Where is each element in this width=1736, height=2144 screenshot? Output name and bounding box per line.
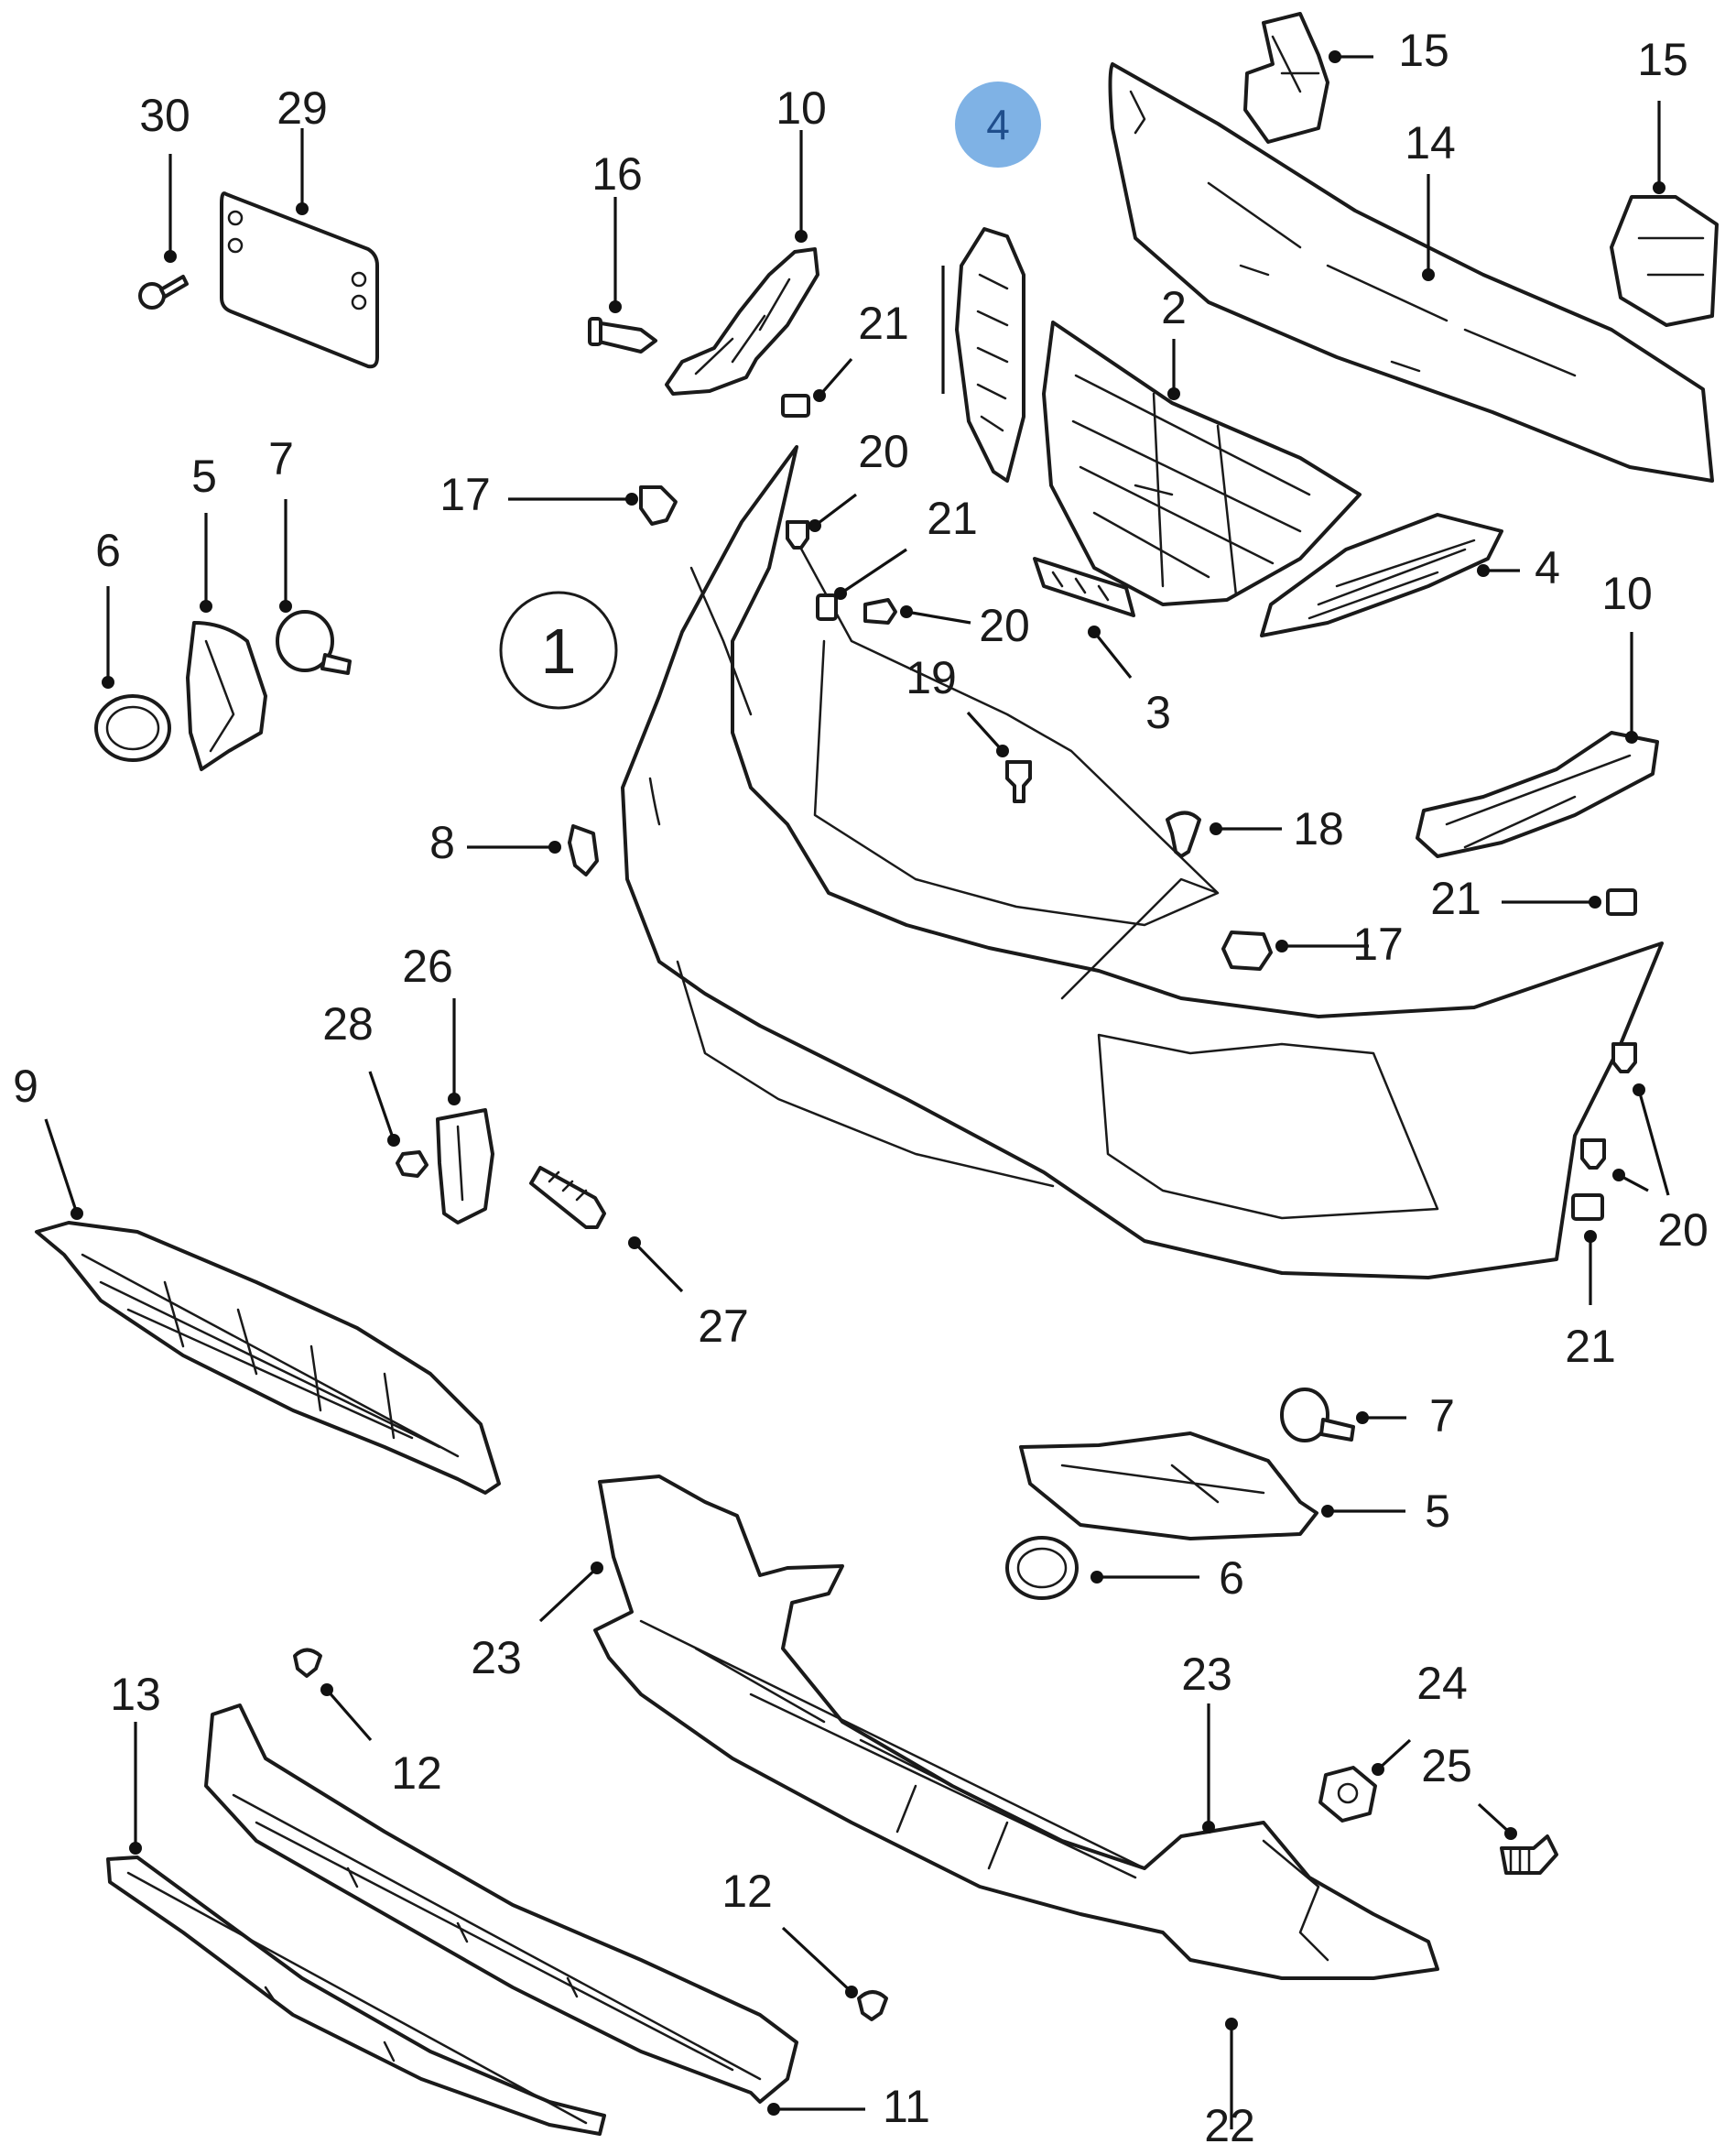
push-pin-12-lower-part xyxy=(857,1990,888,2021)
grille-insert-left-part xyxy=(955,227,1025,483)
nut-24-part xyxy=(1318,1766,1377,1823)
callout-12-lower: 12 xyxy=(722,1866,773,1917)
push-pin-12-upper-part xyxy=(293,1648,322,1678)
callout-21-upper: 21 xyxy=(858,298,909,349)
highlighted-part-label: 4 xyxy=(986,101,1010,148)
callout-10-upper: 10 xyxy=(776,82,827,134)
callout-20-upper: 20 xyxy=(858,426,909,477)
mounting-bracket-26-part xyxy=(436,1108,494,1224)
trim-strip-part xyxy=(106,1856,606,2136)
license-plate-bracket-part xyxy=(220,191,379,369)
grille-insert-right-part xyxy=(1260,513,1503,637)
callout-23-left: 23 xyxy=(471,1632,522,1683)
splash-shield-part xyxy=(593,1475,1439,1980)
callout-8: 8 xyxy=(429,817,455,868)
fastener-18-part xyxy=(1166,811,1201,858)
fog-lamp-right-part xyxy=(1005,1536,1079,1600)
callout-18: 18 xyxy=(1293,803,1344,854)
callout-16: 16 xyxy=(591,148,643,200)
bumper-bracket-left-part xyxy=(665,247,819,396)
callout-2: 2 xyxy=(1161,282,1187,333)
tow-hook-cap-left-part xyxy=(639,485,678,526)
callout-15-right: 15 xyxy=(1637,34,1688,85)
push-pin-part xyxy=(588,317,657,354)
fastener-20-upper-part xyxy=(786,520,809,550)
callout-24: 24 xyxy=(1416,1658,1468,1709)
plate-screw-part xyxy=(138,275,189,310)
energy-absorber-part xyxy=(1108,62,1714,483)
callout-6-left: 6 xyxy=(95,525,121,576)
assembly-number-marker: 1 xyxy=(499,591,618,710)
callout-7-right: 7 xyxy=(1429,1390,1455,1442)
assembly-number-label: 1 xyxy=(541,615,577,687)
callout-21-right: 21 xyxy=(1430,873,1481,924)
callout-labels: 30 29 10 16 15 15 14 2 21 20 21 20 17 5 … xyxy=(13,25,1709,2144)
leader-lines xyxy=(44,50,1670,2129)
callout-11: 11 xyxy=(883,2081,930,2132)
mounting-clip-part xyxy=(568,824,599,876)
fog-lamp-bezel-right-part xyxy=(1019,1431,1318,1540)
callout-4-right: 4 xyxy=(1535,542,1560,593)
fastener-19-part xyxy=(1005,760,1032,803)
clip-21-mid-part xyxy=(816,593,838,621)
callout-15-left: 15 xyxy=(1398,25,1449,76)
callout-28: 28 xyxy=(322,998,374,1050)
callout-3: 3 xyxy=(1145,687,1171,738)
bolt-27-part xyxy=(529,1166,606,1229)
callout-29: 29 xyxy=(277,82,328,134)
callout-20-mid: 20 xyxy=(979,600,1030,651)
callout-7-left: 7 xyxy=(268,433,294,484)
callout-17-lower: 17 xyxy=(1352,919,1404,970)
fastener-20-mid-part xyxy=(863,598,897,625)
callout-17-upper: 17 xyxy=(439,469,491,520)
callout-6-right: 6 xyxy=(1219,1552,1244,1604)
bolt-25-part xyxy=(1500,1834,1558,1875)
callout-14: 14 xyxy=(1405,117,1456,169)
callout-30: 30 xyxy=(139,90,190,141)
callout-23-right: 23 xyxy=(1181,1649,1232,1700)
retaining-clip-left-part xyxy=(276,610,352,675)
fastener-20-right-part xyxy=(1611,1042,1637,1073)
callout-25: 25 xyxy=(1421,1740,1472,1791)
bumper-bracket-right-part xyxy=(1416,731,1659,858)
fog-lamp-left-part xyxy=(94,694,171,762)
air-deflector-left-part xyxy=(1243,12,1329,144)
lower-spoiler-part xyxy=(204,1703,798,2104)
clip-21-right-part xyxy=(1606,888,1637,916)
air-deflector-right-part xyxy=(1610,195,1719,327)
callout-22: 22 xyxy=(1204,2100,1255,2144)
callout-5-right: 5 xyxy=(1425,1486,1450,1537)
callout-21-lower: 21 xyxy=(1565,1321,1616,1372)
callout-19: 19 xyxy=(906,652,957,703)
retaining-clip-right-part xyxy=(1280,1388,1355,1442)
clip-21-upper-part xyxy=(781,394,810,418)
fog-lamp-bezel-left-part xyxy=(186,621,267,771)
callout-26: 26 xyxy=(402,941,453,992)
clip-21-lower-part xyxy=(1571,1193,1604,1221)
fastener-20-lower-part xyxy=(1580,1138,1606,1170)
callout-13: 13 xyxy=(110,1669,161,1720)
highlighted-part-marker[interactable]: 4 xyxy=(955,82,1041,168)
callout-12-upper: 12 xyxy=(391,1747,442,1799)
callout-10-right: 10 xyxy=(1601,568,1653,619)
callout-9: 9 xyxy=(13,1061,38,1112)
callout-27: 27 xyxy=(698,1301,749,1352)
saab-emblem-part xyxy=(1033,557,1135,617)
callout-5-left: 5 xyxy=(191,451,217,502)
nut-28-part xyxy=(396,1150,429,1178)
lower-grille-part xyxy=(35,1221,501,1495)
main-grille-part xyxy=(1042,321,1362,606)
tow-hook-cap-right-part xyxy=(1221,931,1273,971)
callout-20-right: 20 xyxy=(1657,1204,1709,1256)
callout-21-mid: 21 xyxy=(927,493,978,544)
